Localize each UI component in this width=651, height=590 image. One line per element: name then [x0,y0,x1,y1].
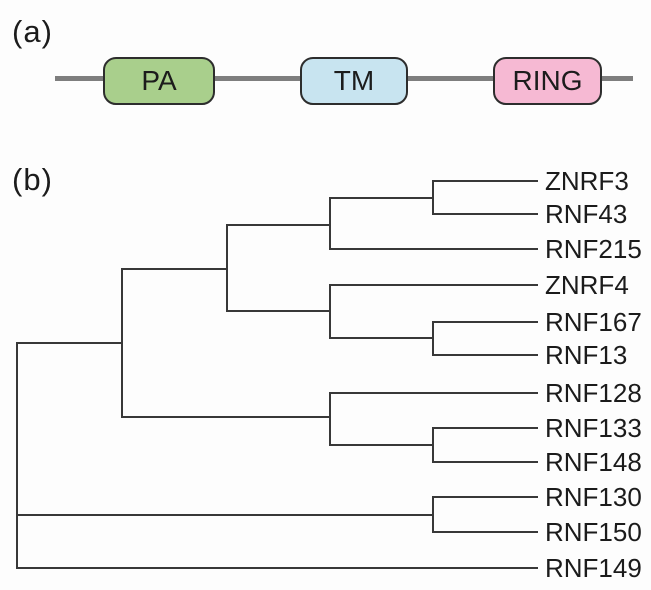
leaf-label-rnf130: RNF130 [545,482,642,512]
leaf-label-rnf128: RNF128 [545,378,642,408]
leaf-label-rnf43: RNF43 [545,199,628,229]
domain-label-pa: PA [141,65,177,96]
leaf-label-rnf150: RNF150 [545,517,642,547]
panel-b-label: (b) [12,162,53,197]
leaf-label-znrf3: ZNRF3 [545,166,629,196]
leaf-label-rnf13: RNF13 [545,340,628,370]
leaf-label-rnf149: RNF149 [545,553,642,583]
domain-label-tm: TM [333,65,375,96]
domain-diagram: PA TM RING [0,0,651,140]
leaf-label-znrf4: ZNRF4 [545,270,629,300]
domain-box-ring: RING [493,57,602,105]
domain-box-pa: PA [103,57,215,105]
leaf-label-rnf215: RNF215 [545,234,642,264]
leaf-label-rnf133: RNF133 [545,413,642,443]
domain-box-tm: TM [300,57,408,105]
panel-a-label: (a) [12,14,53,49]
leaf-label-rnf148: RNF148 [545,447,642,477]
domain-label-ring: RING [512,65,583,96]
leaf-label-rnf167: RNF167 [545,307,642,337]
